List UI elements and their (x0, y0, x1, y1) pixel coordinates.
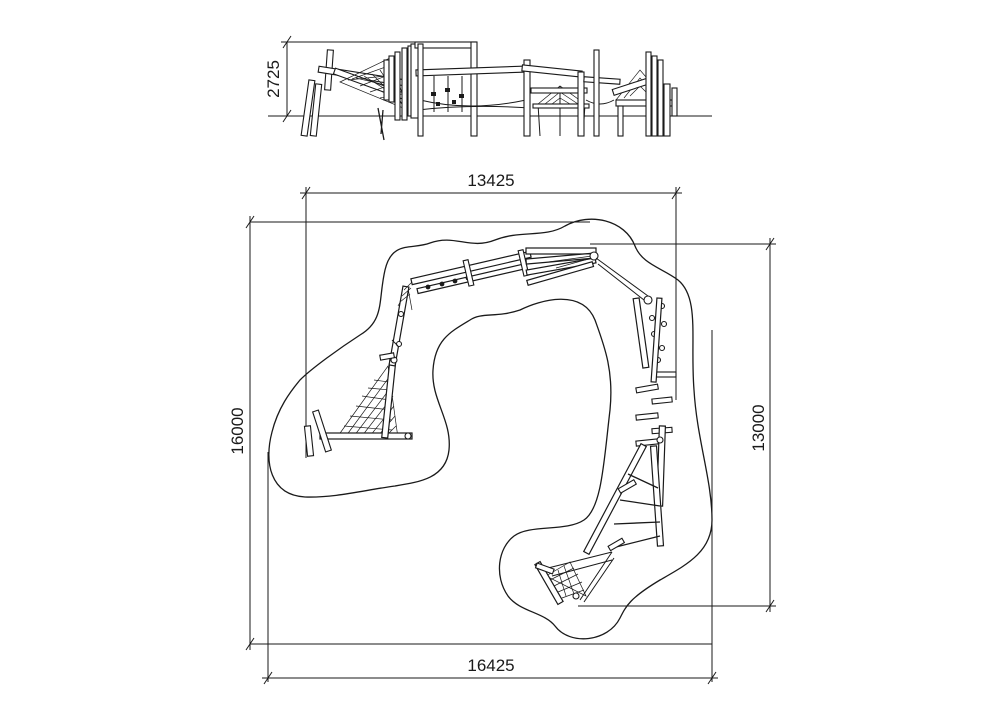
left-net-section (303, 355, 413, 457)
plan-view: 13425 16425 16000 13000 (228, 171, 776, 685)
top-bridge (525, 247, 599, 286)
plan-frame (250, 187, 776, 682)
left-upper-section (379, 281, 413, 367)
height-label: 2725 (264, 60, 283, 98)
inner-depth-dimension: 13000 (749, 237, 775, 613)
top-walkway (410, 248, 532, 295)
right-stepping-logs (635, 383, 673, 507)
bottom-net-section (534, 551, 615, 606)
side-elevation: 2725 (264, 35, 712, 141)
middle-panel-elevation (414, 41, 531, 137)
right-tower-elevation (611, 51, 678, 137)
total-width-dimension: 16425 (262, 656, 718, 685)
total-depth-label: 16000 (228, 407, 247, 454)
total-width-label: 16425 (467, 656, 514, 675)
upper-width-label: 13425 (467, 171, 514, 190)
left-beam (319, 432, 413, 440)
left-tower-elevation (300, 43, 420, 141)
lower-ladder (582, 436, 665, 556)
center-tower-elevation (521, 49, 621, 137)
inner-depth-label: 13000 (749, 404, 768, 451)
upper-width-dimension: 13425 (300, 171, 682, 200)
total-depth-dimension: 16000 (228, 215, 255, 651)
safety-zone-outline (268, 218, 713, 640)
height-dimension: 2725 (264, 35, 474, 123)
